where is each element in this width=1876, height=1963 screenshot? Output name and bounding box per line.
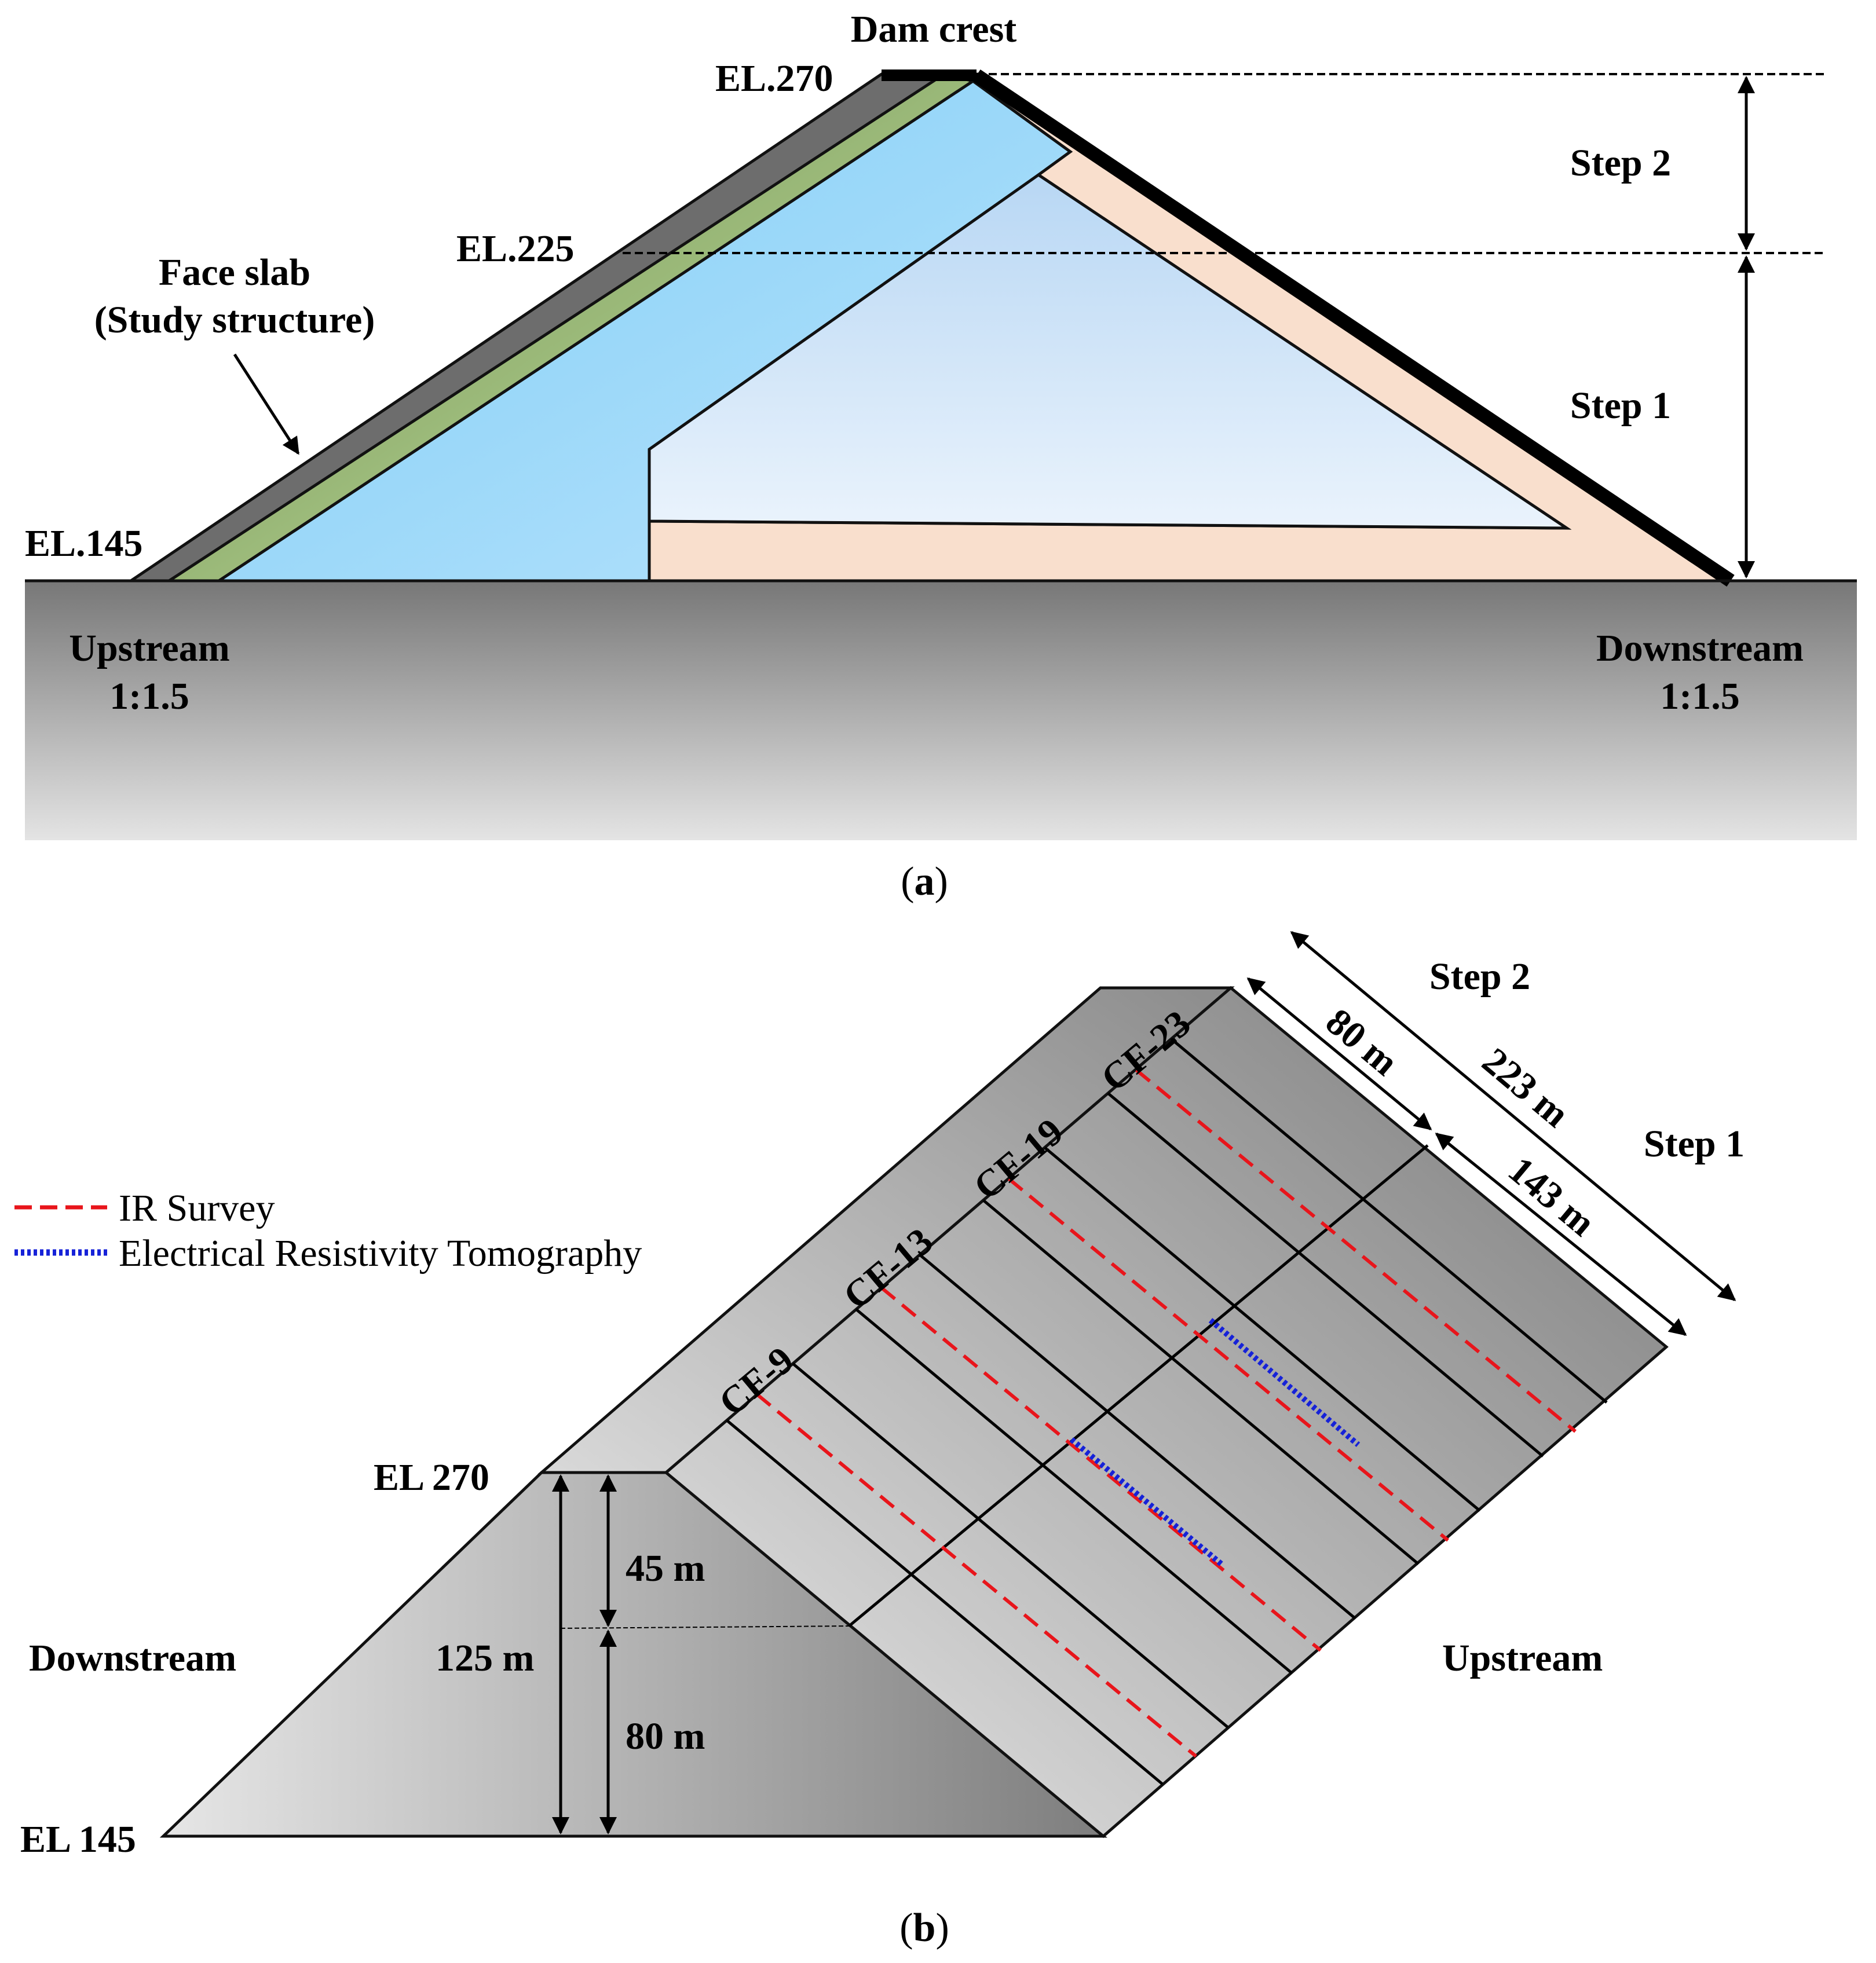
face-slab-pointer-arrow xyxy=(233,353,300,455)
foundation-ground xyxy=(25,581,1857,840)
ert-line-lower xyxy=(1069,1437,1224,1567)
downstream-slope-line xyxy=(972,69,1735,587)
study-structure-label: (Study structure) xyxy=(94,299,375,341)
step2-label-a: Step 2 xyxy=(1570,142,1671,184)
slab-joint xyxy=(919,1254,1356,1620)
ert-lines xyxy=(1069,1318,1361,1567)
el225-reference-line xyxy=(560,1625,850,1629)
slab-joint xyxy=(792,1363,1229,1728)
dim-45m-label: 45 m xyxy=(626,1547,705,1590)
caption-b: (b) xyxy=(899,1906,949,1950)
dim-80m-label-side: 80 m xyxy=(626,1715,705,1757)
face-slab-label: Face slab xyxy=(159,251,310,294)
dim-223m-total-arrow xyxy=(1290,931,1736,1301)
downstream-label-b: Downstream xyxy=(29,1637,236,1679)
downstream-label-a: Downstream xyxy=(1596,627,1804,669)
slab-joint xyxy=(1044,1147,1481,1512)
upstream-label-b: Upstream xyxy=(1442,1637,1603,1679)
legend-ir-label: IR Survey xyxy=(119,1187,275,1229)
upstream-label-a: Upstream xyxy=(69,627,229,669)
slab-joint xyxy=(726,1419,1164,1785)
el145-label-b: EL 145 xyxy=(20,1818,136,1861)
dim-223m-label: 223 m xyxy=(1474,1040,1577,1136)
el270-label-b: EL 270 xyxy=(374,1456,489,1499)
dam-crest-label: Dam crest xyxy=(851,8,1017,50)
slab-joint xyxy=(982,1199,1420,1565)
dim-125m-label: 125 m xyxy=(436,1637,534,1679)
legend: IR Survey Electrical Resistivity Tomogra… xyxy=(14,1187,642,1275)
el270-label-a: EL.270 xyxy=(715,57,833,100)
ert-line-upper xyxy=(1208,1318,1361,1447)
downstream-slope-label: 1:1.5 xyxy=(1660,675,1739,717)
panel-a-cross-section: Dam crest EL.270 EL.225 EL.145 Face slab… xyxy=(25,8,1857,904)
slab-joint xyxy=(855,1308,1293,1674)
step1-label-b: Step 1 xyxy=(1644,1123,1745,1165)
ir-survey-line-cf13 xyxy=(880,1286,1322,1652)
panel-b-3d-view: CF-9 CF-13 CF-19 CF-23 80 m 223 m 143 m … xyxy=(14,931,1745,1950)
ir-survey-line-cf23 xyxy=(1135,1068,1577,1433)
step2-label-b: Step 2 xyxy=(1429,955,1530,998)
ir-survey-line-cf19 xyxy=(1008,1177,1449,1542)
upstream-slope-label: 1:1.5 xyxy=(109,675,189,717)
ir-survey-lines xyxy=(756,1068,1577,1758)
core-zone xyxy=(648,173,1572,530)
ir-survey-line-cf9 xyxy=(756,1393,1197,1758)
el145-label-a: EL.145 xyxy=(25,522,143,565)
el225-label-a: EL.225 xyxy=(456,228,575,270)
step1-label-a: Step 1 xyxy=(1570,384,1671,427)
caption-a: (a) xyxy=(901,859,948,904)
legend-ert-label: Electrical Resistivity Tomography xyxy=(119,1232,642,1275)
